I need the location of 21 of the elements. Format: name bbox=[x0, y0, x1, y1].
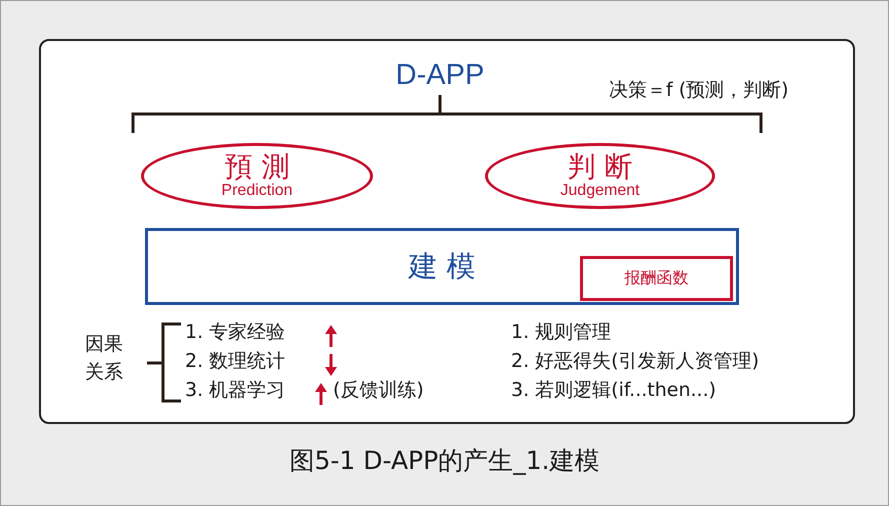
list-item: 2. 好恶得失(引发新人资管理) bbox=[511, 350, 759, 373]
node-text: 建 模 bbox=[408, 248, 476, 284]
heading: D-APP bbox=[394, 59, 486, 92]
list-item: 3. 若则逻辑(if...then...) bbox=[511, 379, 716, 402]
label: 因果关系 bbox=[85, 332, 124, 385]
list-item: 2. 数理统计 bbox=[185, 350, 286, 373]
list-item: 1. 规则管理 bbox=[511, 321, 612, 344]
formula: 决策＝f (预测，判断) bbox=[609, 79, 789, 102]
ellipse-node bbox=[485, 143, 715, 209]
ellipse-node bbox=[141, 143, 373, 209]
node-title: 判 断 bbox=[568, 152, 632, 182]
node-subtitle: Judgement bbox=[560, 182, 640, 200]
process-box bbox=[145, 228, 739, 305]
caption: 图5-1 D-APP的产生_1.建模 bbox=[288, 445, 601, 477]
list-item: (反馈训练) bbox=[333, 379, 424, 402]
node-subtitle: Prediction bbox=[221, 182, 293, 200]
list-item: 3. 机器学习 bbox=[185, 379, 286, 402]
inner-box bbox=[580, 256, 733, 301]
list-item: 1. 专家经验 bbox=[185, 321, 286, 344]
node-title: 預 測 bbox=[224, 152, 290, 182]
node-text: 报酬函数 bbox=[624, 268, 688, 289]
